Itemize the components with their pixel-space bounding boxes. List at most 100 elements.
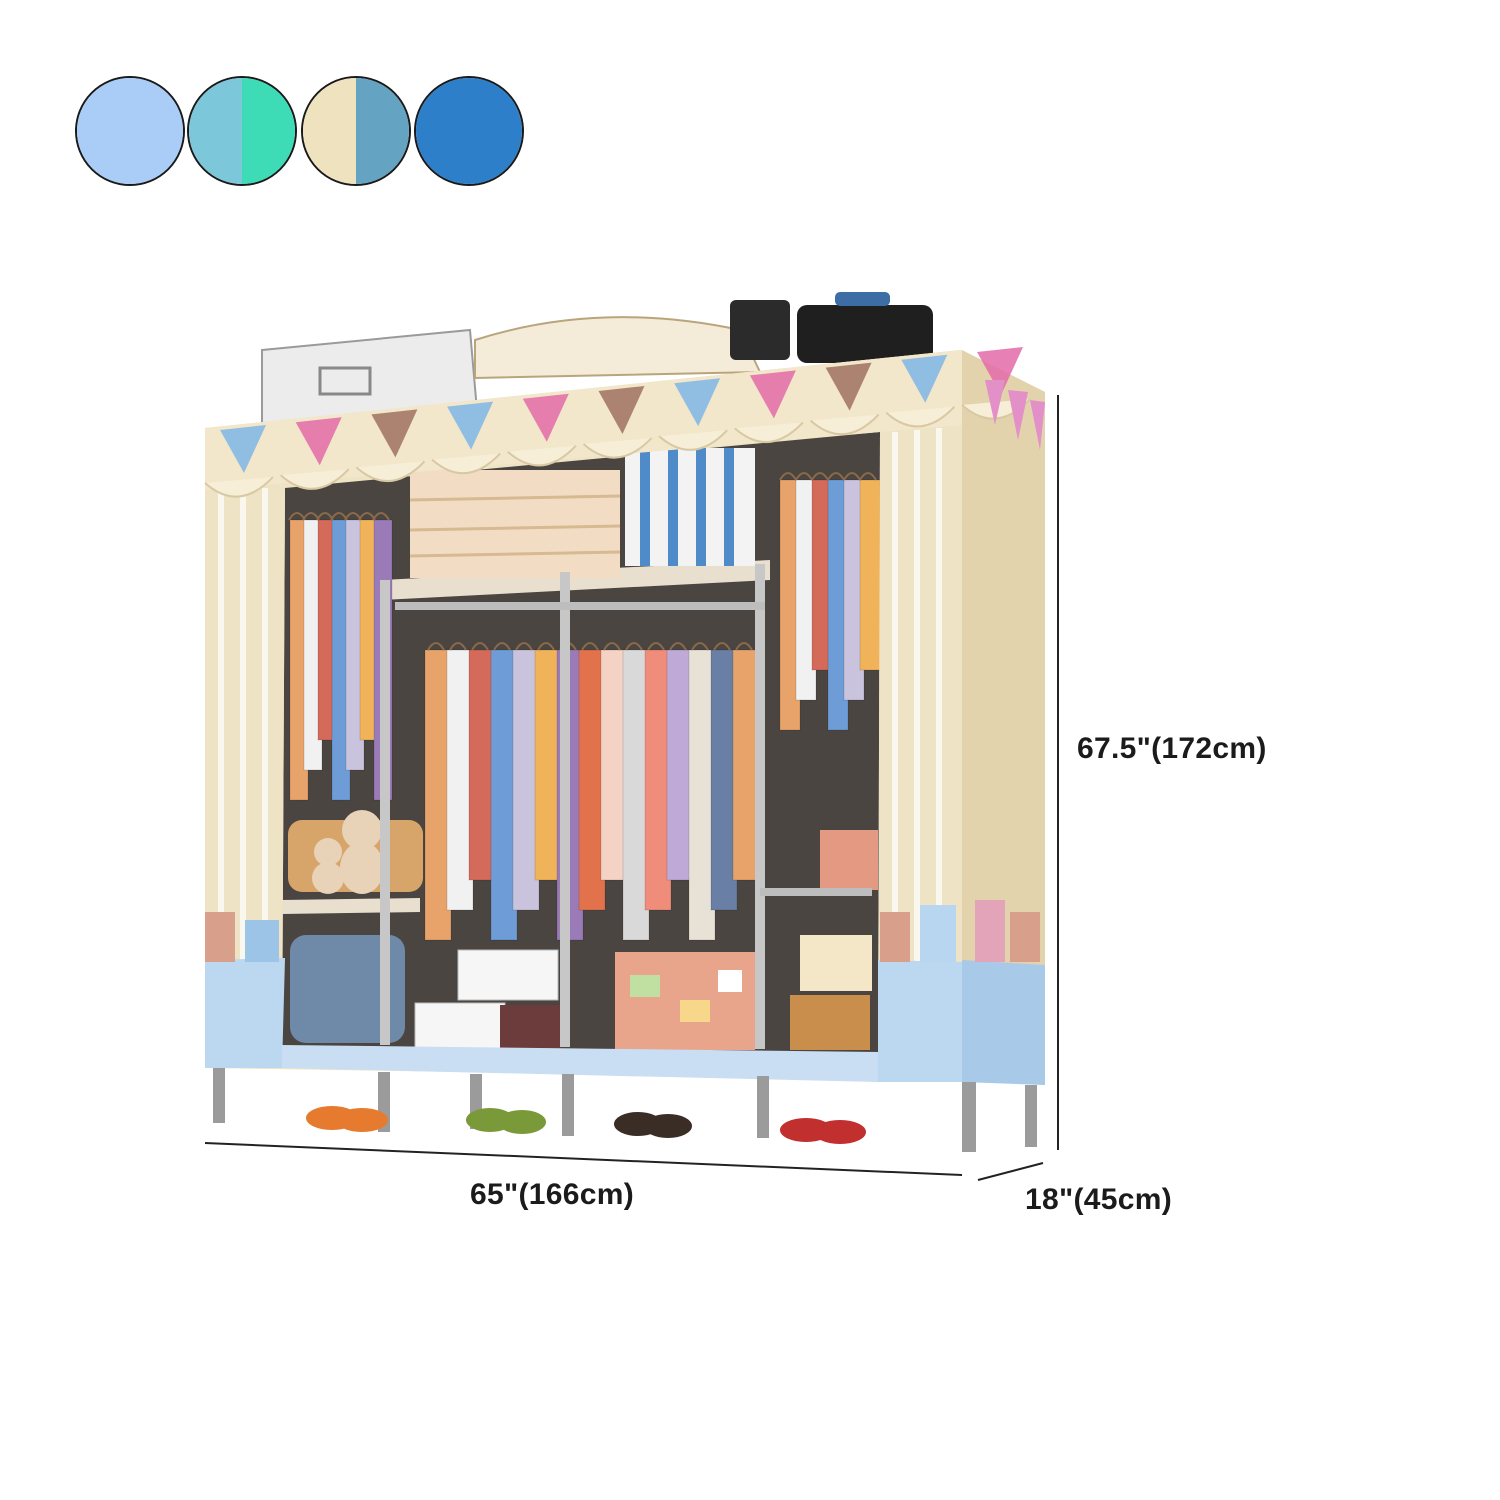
base-band-right (878, 960, 962, 1082)
suitcase-wheels (730, 300, 790, 360)
base-band-left (205, 958, 285, 1068)
garment (710, 649, 738, 911)
scallop (280, 468, 350, 490)
top-storage-items (261, 292, 933, 430)
hanger (713, 642, 731, 651)
height-label: 67.5"(172cm) (1077, 732, 1267, 765)
scallop (885, 406, 956, 428)
swatch-half (469, 78, 522, 184)
side-rail (760, 888, 872, 896)
shoe-box-bottom (414, 1002, 506, 1052)
hanger (827, 472, 845, 481)
scallop (431, 452, 501, 475)
scallop (582, 437, 653, 459)
hanger (795, 472, 813, 481)
bunting-flag (371, 409, 418, 458)
scallop (507, 445, 577, 467)
swatch-beige-blue[interactable] (301, 76, 411, 186)
lower-storage (290, 830, 878, 1052)
bunting-flag (977, 347, 1023, 395)
side-bunting (985, 380, 1045, 450)
swatch-half (356, 78, 409, 184)
travel-bag (797, 305, 933, 363)
hanger (427, 642, 445, 651)
hanger (449, 642, 467, 651)
pink-bag (820, 830, 878, 890)
scallop (734, 421, 804, 443)
folded-blankets (409, 448, 755, 578)
garment (859, 479, 881, 671)
hanger (471, 642, 489, 651)
base-band-side (962, 960, 1045, 1085)
swatch-teal-green[interactable] (187, 76, 297, 186)
dark-box (500, 1005, 562, 1050)
suitcase (474, 316, 762, 380)
garment (490, 649, 518, 941)
hanger (603, 642, 621, 651)
bunting-flag (295, 417, 342, 466)
garment (534, 649, 562, 881)
bunting-flag (447, 401, 494, 450)
swatch-light-blue[interactable] (75, 76, 185, 186)
steel-frame (380, 564, 872, 1049)
hanger (537, 642, 555, 651)
hanger (581, 642, 599, 651)
blanket-stack (410, 470, 620, 578)
swatch-half (77, 78, 130, 184)
scalloped-valance (204, 347, 1031, 498)
storage-box-handle (318, 366, 372, 396)
travel-bag-strap (835, 292, 890, 306)
garment (512, 649, 540, 911)
swatch-half (242, 78, 295, 184)
swatch-royal-blue[interactable] (414, 76, 524, 186)
garment (578, 649, 606, 911)
scallop (204, 476, 274, 498)
swatch-half (189, 78, 242, 184)
hanging-clothes-left (288, 512, 393, 801)
hanger (859, 472, 877, 481)
bunting-flag (674, 378, 721, 427)
bunting-flag (749, 370, 796, 419)
shoes (306, 1106, 866, 1144)
hanging-clothes-right (779, 472, 881, 731)
depth-dimension-line (977, 1162, 1044, 1181)
house-decoration (205, 900, 1040, 962)
hanger (779, 472, 797, 481)
shoe-box-top (457, 949, 559, 1001)
hanger (691, 642, 709, 651)
scallop (355, 460, 426, 482)
garment (644, 649, 672, 911)
bunting-flag (220, 425, 266, 473)
hanger (493, 642, 511, 651)
width-label: 65"(166cm) (470, 1178, 634, 1211)
hanger (669, 642, 687, 651)
swatch-half (416, 78, 469, 184)
bunting-flag (901, 354, 948, 403)
bunting-flag (522, 393, 569, 442)
hanger (515, 642, 533, 651)
garment (446, 649, 474, 911)
hanger (372, 512, 390, 521)
swatch-half (130, 78, 183, 184)
swatch-half (303, 78, 356, 184)
folded-towels (800, 935, 872, 991)
garment (424, 649, 452, 941)
hanger (811, 472, 829, 481)
scallop (658, 429, 728, 451)
hanger (647, 642, 665, 651)
base-band-front (282, 1045, 878, 1082)
garment (688, 649, 716, 941)
upper-shelf (382, 560, 770, 600)
color-swatch-row (75, 76, 535, 190)
leather-case (790, 995, 870, 1050)
hanger (625, 642, 643, 651)
teddy-bears (288, 810, 423, 894)
bunting-flag (598, 386, 645, 434)
backpack (290, 935, 405, 1043)
bunting-flag (825, 362, 872, 411)
width-dimension-line (204, 1142, 963, 1176)
hanger (843, 472, 861, 481)
left-shelf (282, 898, 420, 914)
scallop (809, 413, 880, 436)
